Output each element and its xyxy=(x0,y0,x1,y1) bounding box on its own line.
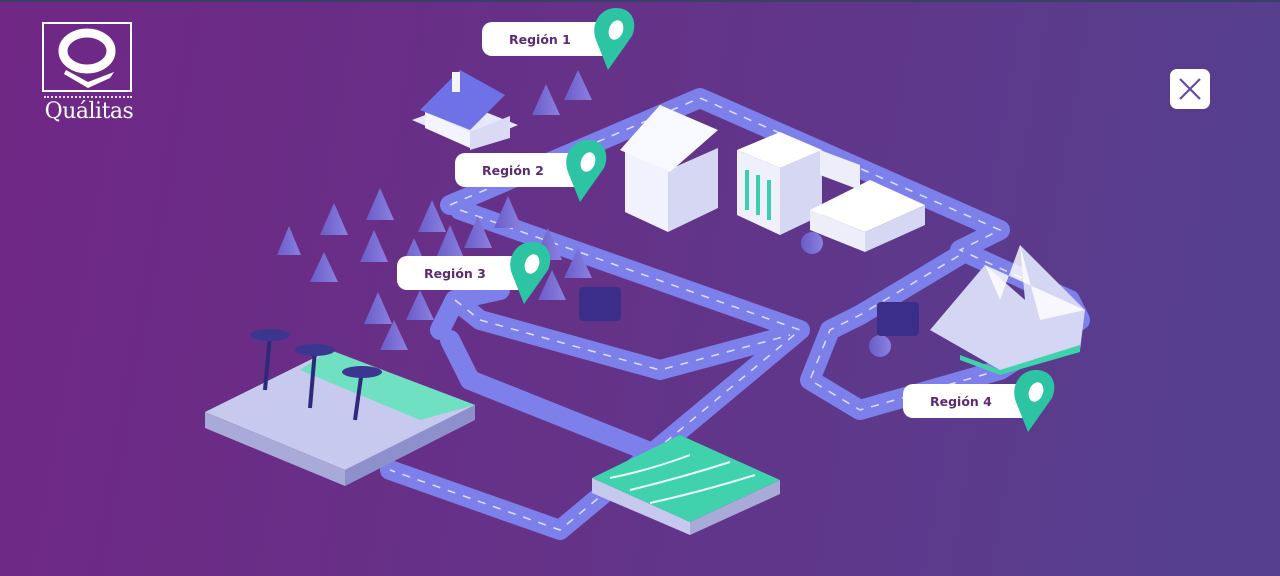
map-pin-icon[interactable] xyxy=(1006,368,1058,434)
branch-markers xyxy=(579,287,919,336)
logo-q-mark xyxy=(42,22,132,92)
region-4-label: Región 4 xyxy=(930,393,992,409)
region-2-button[interactable]: Región 2 xyxy=(455,153,585,187)
map-pin-icon[interactable] xyxy=(502,240,554,306)
map-pin-icon[interactable] xyxy=(586,6,638,72)
region-1-label: Región 1 xyxy=(509,31,571,47)
region-2-label: Región 2 xyxy=(482,162,544,178)
logo-dots xyxy=(44,96,132,98)
close-icon xyxy=(1179,78,1201,100)
buildings xyxy=(620,105,925,252)
beach-tile xyxy=(205,329,475,486)
qualitas-logo: Quálitas xyxy=(42,22,136,124)
close-button[interactable] xyxy=(1170,69,1210,109)
region-1-button[interactable]: Región 1 xyxy=(482,22,612,56)
region-3-label: Región 3 xyxy=(424,265,486,281)
mountains xyxy=(930,245,1085,375)
region-3-button[interactable]: Región 3 xyxy=(397,256,527,290)
water-tile xyxy=(592,435,780,535)
map-pin-icon[interactable] xyxy=(558,138,610,204)
house xyxy=(412,70,518,150)
region-4-button[interactable]: Región 4 xyxy=(903,384,1033,418)
logo-text: Quálitas xyxy=(44,99,134,124)
top-border xyxy=(0,0,1280,2)
